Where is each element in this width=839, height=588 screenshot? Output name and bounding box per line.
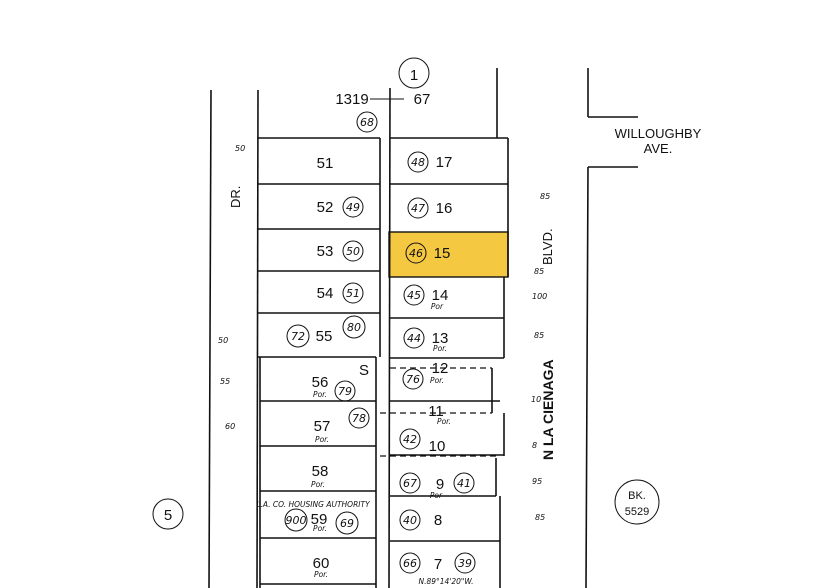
svg-text:44: 44: [407, 332, 421, 345]
svg-text:60: 60: [225, 422, 235, 431]
svg-text:11: 11: [428, 403, 444, 420]
svg-text:50: 50: [218, 336, 228, 345]
street-blvd: BLVD.: [540, 228, 555, 265]
tract-ref-left: 1319: [335, 91, 368, 108]
svg-text:900: 900: [286, 514, 307, 527]
svg-text:72: 72: [291, 330, 305, 343]
svg-text:8: 8: [434, 512, 442, 529]
street-la-cienega: N LA CIENAGA: [540, 359, 556, 460]
svg-text:47: 47: [411, 202, 425, 215]
svg-text:42: 42: [403, 433, 417, 446]
svg-text:N.89°14'20"W.: N.89°14'20"W.: [418, 577, 473, 586]
tract-ref-right: 67: [414, 91, 431, 108]
svg-text:39: 39: [458, 557, 472, 570]
svg-text:7: 7: [434, 556, 442, 573]
svg-text:53: 53: [317, 243, 334, 260]
street-dr: DR.: [228, 186, 243, 208]
svg-text:15: 15: [434, 245, 451, 262]
svg-text:48: 48: [411, 156, 425, 169]
svg-text:Por.: Por.: [430, 376, 444, 385]
right-lots: 48 17 47 16 46 15 45 14 Por 44 13 Por. 7…: [399, 151, 476, 586]
svg-text:78: 78: [352, 412, 366, 425]
svg-text:Por.: Por.: [313, 524, 327, 533]
svg-text:S: S: [359, 362, 369, 379]
svg-text:13: 13: [432, 330, 449, 347]
svg-text:85: 85: [534, 267, 544, 276]
svg-text:55: 55: [220, 377, 230, 386]
svg-text:80: 80: [347, 321, 361, 334]
svg-text:12: 12: [432, 360, 449, 377]
svg-text:49: 49: [346, 201, 360, 214]
svg-text:Por: Por: [430, 491, 443, 500]
page-number: 1: [410, 67, 418, 84]
svg-text:85: 85: [540, 192, 550, 201]
svg-text:69: 69: [340, 517, 354, 530]
svg-text:10: 10: [531, 395, 541, 404]
adjacent-page[interactable]: 5: [164, 507, 172, 524]
svg-text:45: 45: [407, 289, 421, 302]
parcel-68[interactable]: 68: [360, 116, 374, 129]
svg-text:17: 17: [436, 154, 453, 171]
svg-text:40: 40: [403, 514, 417, 527]
street-willoughby-suffix: AVE.: [644, 141, 673, 156]
svg-text:95: 95: [532, 477, 542, 486]
svg-text:59: 59: [311, 511, 328, 528]
svg-text:85: 85: [534, 331, 544, 340]
svg-text:58: 58: [312, 463, 329, 480]
svg-text:57: 57: [314, 418, 331, 435]
svg-text:41: 41: [457, 477, 471, 490]
svg-text:Por.: Por.: [313, 390, 327, 399]
svg-text:79: 79: [338, 385, 352, 398]
svg-text:50: 50: [346, 245, 360, 258]
left-lots: 51 52 49 53 50 54 51 72 55 80 56 Por. 79…: [256, 155, 371, 579]
svg-text:Por.: Por.: [433, 344, 447, 353]
svg-text:54: 54: [317, 285, 334, 302]
book-label: BK.: [628, 490, 646, 502]
street-willoughby: WILLOUGHBY: [615, 126, 702, 141]
svg-text:14: 14: [432, 287, 449, 304]
svg-text:60: 60: [313, 555, 330, 572]
svg-text:8: 8: [532, 441, 537, 450]
svg-text:Por.: Por.: [315, 435, 329, 444]
svg-text:9: 9: [436, 476, 444, 493]
svg-text:51: 51: [346, 287, 360, 300]
svg-text:52: 52: [317, 199, 334, 216]
svg-text:46: 46: [409, 247, 423, 260]
svg-text:Por.: Por.: [311, 480, 325, 489]
svg-text:56: 56: [312, 374, 329, 391]
svg-text:50: 50: [235, 144, 245, 153]
svg-text:51: 51: [317, 155, 334, 172]
svg-text:Por.: Por.: [437, 417, 451, 426]
svg-text:10: 10: [429, 438, 446, 455]
svg-text:100: 100: [532, 292, 547, 301]
svg-text:55: 55: [316, 328, 333, 345]
book-number: 5529: [625, 506, 649, 518]
svg-text:Por: Por: [431, 302, 444, 311]
svg-text:16: 16: [436, 200, 453, 217]
svg-text:76: 76: [406, 373, 420, 386]
svg-text:Por.: Por.: [314, 570, 328, 579]
svg-text:66: 66: [403, 557, 417, 570]
svg-text:85: 85: [535, 513, 545, 522]
svg-text:67: 67: [403, 477, 417, 490]
svg-text:L.A. CO. HOUSING AUTHORITY: L.A. CO. HOUSING AUTHORITY: [256, 500, 371, 509]
highlighted-parcel-15[interactable]: [388, 231, 509, 278]
